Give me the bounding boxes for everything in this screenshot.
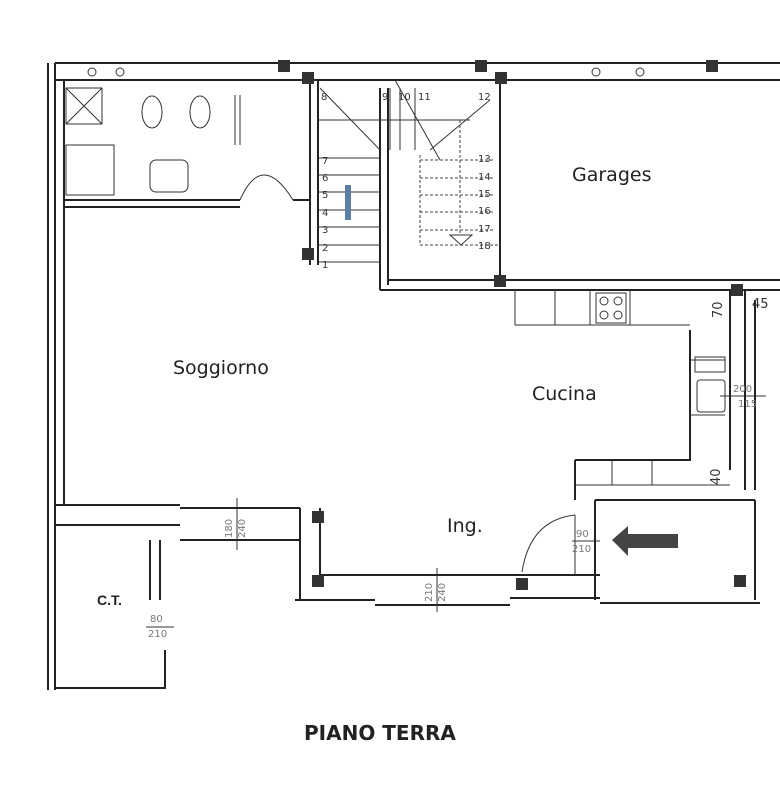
svg-text:45: 45 xyxy=(752,297,769,312)
room-label-garages: Garages xyxy=(572,164,651,186)
room-label-ct: C.T. xyxy=(97,592,122,608)
entrance-door-swing xyxy=(521,514,576,575)
dimension-labels: 180 240 210 240 80 210 90 210 200 115 70… xyxy=(146,297,769,640)
stair-step-numbers: 1 2 3 4 5 6 7 8 9 10 11 12 13 14 15 16 1… xyxy=(321,92,491,271)
svg-text:12: 12 xyxy=(478,92,491,103)
svg-text:200: 200 xyxy=(733,384,752,395)
walls xyxy=(47,62,780,690)
svg-text:13: 13 xyxy=(478,154,491,165)
svg-text:210: 210 xyxy=(424,583,435,602)
room-label-cucina: Cucina xyxy=(532,383,597,405)
svg-text:80: 80 xyxy=(150,614,163,625)
stove-icon xyxy=(595,292,627,324)
svg-text:18: 18 xyxy=(478,241,491,252)
entrance-arrow-icon xyxy=(612,526,678,556)
svg-text:115: 115 xyxy=(738,399,757,410)
staircase xyxy=(318,79,500,263)
svg-text:17: 17 xyxy=(478,224,491,235)
svg-text:14: 14 xyxy=(478,172,491,183)
svg-text:210: 210 xyxy=(148,629,167,640)
room-label-ingresso: Ing. xyxy=(447,515,483,537)
svg-text:16: 16 xyxy=(478,206,491,217)
room-label-soggiorno: Soggiorno xyxy=(173,357,269,379)
svg-text:9: 9 xyxy=(382,92,388,103)
svg-text:180: 180 xyxy=(224,519,235,538)
bathroom-fixtures xyxy=(65,67,645,201)
svg-text:3: 3 xyxy=(322,225,328,236)
columns xyxy=(278,60,746,590)
svg-text:10: 10 xyxy=(398,92,411,103)
svg-text:1: 1 xyxy=(322,260,328,271)
svg-text:90: 90 xyxy=(576,529,589,540)
svg-text:210: 210 xyxy=(572,544,591,555)
plan-title: PIANO TERRA xyxy=(304,721,456,745)
svg-text:6: 6 xyxy=(322,173,328,184)
svg-text:70: 70 xyxy=(711,301,726,318)
sink-icon xyxy=(694,356,726,413)
svg-text:11: 11 xyxy=(418,92,431,103)
svg-text:40: 40 xyxy=(709,468,724,485)
svg-text:2: 2 xyxy=(322,243,328,254)
svg-text:240: 240 xyxy=(437,583,448,602)
svg-text:4: 4 xyxy=(322,208,328,219)
svg-text:8: 8 xyxy=(321,92,327,103)
svg-text:240: 240 xyxy=(237,519,248,538)
svg-text:15: 15 xyxy=(478,189,491,200)
svg-text:5: 5 xyxy=(322,190,328,201)
svg-text:7: 7 xyxy=(322,156,328,167)
